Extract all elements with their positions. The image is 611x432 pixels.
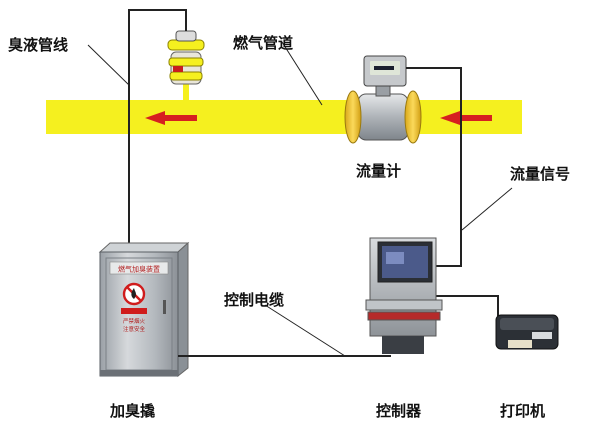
label-odorant-line: 臭液管线 [8, 36, 69, 54]
printer-paper-output [508, 340, 532, 348]
flow-signal-wire [406, 67, 462, 267]
meter-flange-left [344, 90, 362, 144]
odorant-line-wire [128, 9, 187, 246]
label-gas-pipe: 燃气管道 [233, 34, 294, 52]
leader-flow-signal [461, 187, 513, 231]
valve-band-middle [168, 57, 204, 67]
valve-cap [175, 30, 197, 42]
flame-glyph [131, 288, 137, 299]
controller-screen-detail [386, 252, 404, 264]
gas-pipe-body [46, 100, 522, 134]
printer [495, 314, 559, 350]
leader-control-cable [264, 304, 346, 357]
label-flow-signal: 流量信号 [510, 165, 571, 183]
label-controller: 控制器 [376, 402, 422, 420]
leader-odorant-line [87, 44, 130, 86]
cabinet-base [100, 370, 178, 376]
flow-meter [344, 55, 422, 144]
meter-flange-right [404, 90, 422, 144]
injection-valve [167, 30, 205, 102]
label-flow-meter: 流量计 [356, 162, 402, 180]
controller [365, 237, 443, 354]
cabinet-warning-line-2: 注意安全 [123, 325, 146, 333]
controller-base [382, 336, 424, 354]
printer-panel [532, 332, 552, 339]
odorizer-cabinet: 燃气加臭装置 严禁烟火 注意安全 [98, 241, 190, 378]
cabinet-warning-line-1: 严禁烟火 [123, 317, 146, 325]
warning-sign [121, 308, 147, 314]
cabinet-handle [163, 300, 166, 314]
gas-pipe [46, 100, 522, 134]
cabinet-top [98, 242, 190, 253]
label-printer: 打印机 [500, 402, 546, 420]
meter-display-text [374, 66, 394, 70]
printer-top [500, 318, 554, 330]
valve-red-knob [173, 66, 183, 72]
controller-keyboard-tray [365, 299, 443, 311]
valve-band-bottom [169, 71, 203, 81]
flow-arrow-right [440, 111, 492, 125]
cabinet-panel-title: 燃气加臭装置 [118, 265, 160, 274]
label-control-cable: 控制电缆 [224, 291, 285, 309]
printer-cable-wire [436, 295, 499, 316]
cabinet-label-plate [109, 261, 169, 275]
valve-stem [183, 84, 189, 102]
controller-red-drawer [367, 311, 441, 321]
meter-body [357, 93, 409, 141]
flow-arrow-left [145, 111, 197, 125]
label-odorizer: 加臭撬 [110, 402, 156, 420]
leader-gas-pipe [281, 41, 323, 106]
